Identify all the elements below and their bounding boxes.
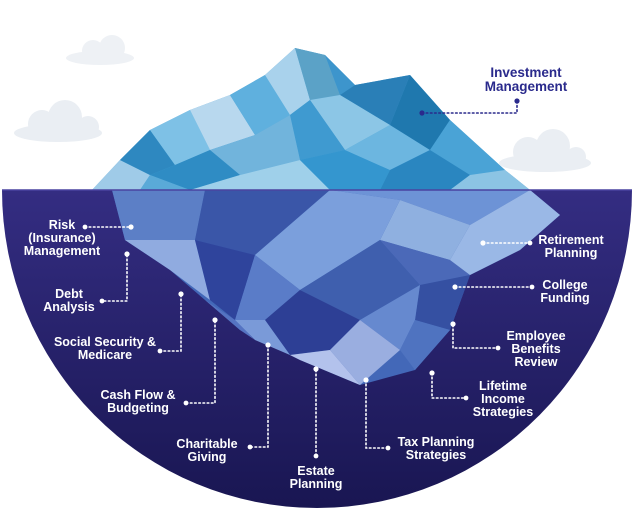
dot-employee-end <box>495 345 501 351</box>
dot-social-end <box>157 348 163 354</box>
label-tax-planning-strategies: Tax Planning Strategies <box>397 435 475 462</box>
dot-risk-end <box>128 224 134 230</box>
dot-cashflow-end <box>183 400 189 406</box>
cloud-right <box>499 129 591 172</box>
cloud-left <box>14 100 102 142</box>
dot-debt <box>124 251 130 257</box>
leader-charitable <box>249 344 269 448</box>
leader-tax <box>365 379 389 449</box>
label-lifetime-income-strategies: Lifetime Income Strategies <box>472 379 534 419</box>
label-investment-management: Investment Management <box>484 65 568 94</box>
dot-tax-end <box>385 445 391 451</box>
dot-investment <box>419 110 425 116</box>
leader-dots <box>82 98 535 459</box>
label-retirement-planning: Retirement Planning <box>538 233 604 260</box>
dot-employee <box>450 321 456 327</box>
leader-lines <box>84 102 533 456</box>
dot-retirement-end <box>527 240 533 246</box>
leader-social <box>159 294 182 352</box>
leader-employee <box>452 324 499 349</box>
dot-lifetime <box>429 370 435 376</box>
dot-debt-end <box>99 298 105 304</box>
label-employee-benefits-review: Employee Benefits Review <box>506 329 566 369</box>
iceberg-underwater <box>112 190 560 385</box>
label-charitable-giving: Charitable Giving <box>176 437 238 464</box>
iceberg-above-water <box>92 48 530 190</box>
label-risk-insurance-management: Risk (Insurance) Management <box>23 218 101 258</box>
dot-estate-end <box>313 453 319 459</box>
label-cash-flow-budgeting: Cash Flow & Budgeting <box>100 388 176 415</box>
dot-social <box>178 291 184 297</box>
label-debt-analysis: Debt Analysis <box>43 287 95 314</box>
dot-lifetime-end <box>463 395 469 401</box>
label-college-funding: College Funding <box>540 278 590 305</box>
leader-investment <box>421 102 518 114</box>
dot-retirement <box>480 240 486 246</box>
dot-estate <box>313 366 319 372</box>
label-social-security-medicare: Social Security & Medicare <box>53 335 157 362</box>
cloud-top-left <box>66 35 134 65</box>
dot-investment-end <box>514 98 520 104</box>
dot-tax <box>363 377 369 383</box>
dot-risk <box>82 224 88 230</box>
dot-college <box>452 284 458 290</box>
dot-charitable <box>265 342 271 348</box>
dot-charitable-end <box>247 444 253 450</box>
leader-cashflow <box>185 320 216 404</box>
dot-college-end <box>529 284 535 290</box>
leader-lifetime <box>431 372 467 399</box>
label-estate-planning: Estate Planning <box>289 464 343 491</box>
dot-cashflow <box>212 317 218 323</box>
leader-debt <box>101 254 128 302</box>
